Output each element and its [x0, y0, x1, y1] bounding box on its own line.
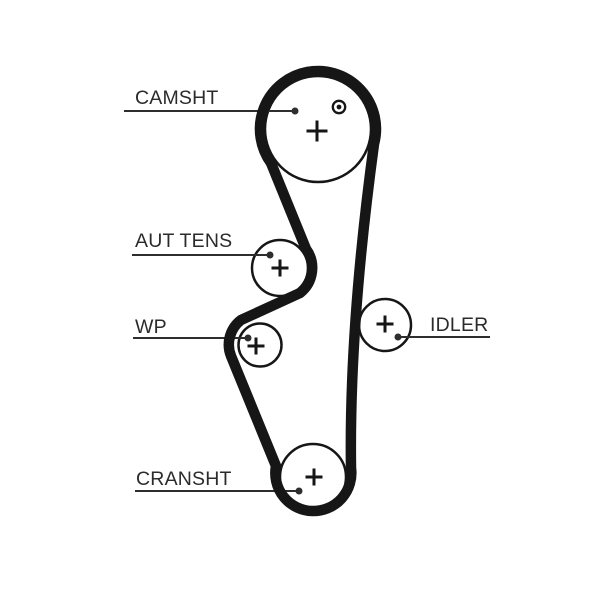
camshaft-leader-dot: [291, 107, 299, 115]
tensioner-plus-icon: [271, 259, 289, 277]
label-idler: IDLER: [430, 314, 489, 336]
water-pump-plus-icon: [247, 337, 265, 355]
idler-plus-icon: [376, 315, 394, 333]
camshaft-plus-icon: [306, 120, 328, 142]
crankshaft-plus-icon: [305, 468, 323, 486]
label-crankshaft: CRANSHT: [136, 468, 232, 490]
timing-mark-dot: [336, 104, 342, 110]
label-water-pump: WP: [135, 316, 167, 338]
label-camshaft: CAMSHT: [135, 87, 219, 109]
idler-leader-dot: [394, 333, 402, 341]
label-tensioner: AUT TENS: [135, 230, 233, 252]
timing-belt: [223, 65, 382, 517]
tensioner-leader-dot: [266, 251, 274, 259]
water-pump-leader-dot: [244, 334, 252, 342]
camshaft-timing-mark-icon: [331, 99, 347, 115]
crankshaft-leader-dot: [295, 487, 303, 495]
pulley-center-marks: [247, 120, 394, 486]
